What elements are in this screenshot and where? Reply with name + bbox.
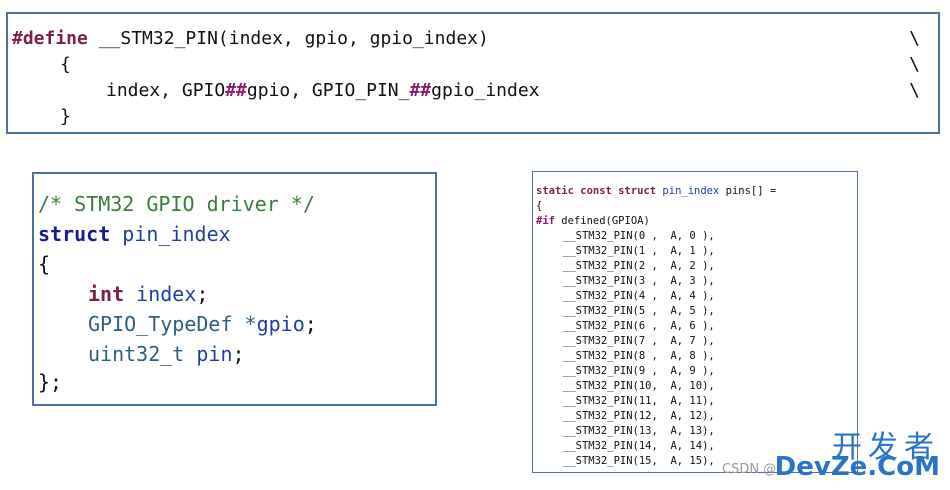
watermark-cn: 开发者 <box>832 430 940 465</box>
field-type-gpio: GPIO_TypeDef * <box>88 312 257 336</box>
struct-name: pin_index <box>110 222 231 246</box>
token-paste-op-2: ## <box>409 80 432 101</box>
struct-definition-box: /* STM32 GPIO driver */ struct pin_index… <box>32 172 437 406</box>
define-body-part-a: index, GPIO <box>106 80 226 101</box>
define-open-brace: { <box>60 54 71 75</box>
define-line-3: index, GPIO##gpio, GPIO_PIN_##gpio_index <box>106 80 540 101</box>
decl-rest: pins[] = <box>719 185 777 197</box>
watermark-csdn: CSDN @ <box>722 462 777 477</box>
pin-entry: __STM32_PIN(15, A, 15), <box>563 455 715 467</box>
pins-ifdef: #if defined(GPIOA) <box>536 214 650 229</box>
struct-field-pin: uint32_t pin; <box>88 342 245 366</box>
watermark-en: DevZe.CoM <box>774 452 940 482</box>
decl-keyword: static const struct <box>536 185 657 197</box>
field-name-pin: pin <box>196 342 233 366</box>
token-paste-op-1: ## <box>225 80 247 101</box>
pin-entry: __STM32_PIN(13, A, 13), <box>563 425 715 437</box>
semicolon: ; <box>304 312 317 336</box>
define-body-part-b: gpio, GPIO_PIN_ <box>246 80 410 101</box>
define-keyword: #define <box>12 28 88 49</box>
pins-array-box: static const struct pin_index pins[] = {… <box>532 171 858 473</box>
define-body-part-c: gpio_index <box>431 80 540 101</box>
pin-entry: __STM32_PIN(11, A, 11), <box>563 395 715 407</box>
struct-field-gpio: GPIO_TypeDef *gpio; <box>88 312 317 336</box>
struct-comment: /* STM32 GPIO driver */ <box>38 192 315 216</box>
pin-entry: __STM32_PIN(1 , A, 1 ), <box>563 245 715 257</box>
pin-entry: __STM32_PIN(3 , A, 3 ), <box>563 275 715 287</box>
field-type-uint32: uint32_t <box>88 342 197 366</box>
pin-entry: __STM32_PIN(10, A, 10), <box>563 380 715 392</box>
define-close-brace: } <box>60 106 71 127</box>
struct-header: struct pin_index <box>38 222 231 246</box>
pin-entry: __STM32_PIN(12, A, 12), <box>563 410 715 422</box>
pin-entry: __STM32_PIN(6 , A, 6 ), <box>563 320 715 332</box>
decl-type: pin_index <box>656 185 720 197</box>
pin-entry: __STM32_PIN(14, A, 14), <box>563 440 715 452</box>
pin-entry: __STM32_PIN(7 , A, 7 ), <box>563 335 715 347</box>
field-name-index: index <box>124 282 197 306</box>
pin-entry: __STM32_PIN(0 , A, 0 ), <box>563 230 715 242</box>
define-signature: __STM32_PIN(index, gpio, gpio_index) <box>87 28 489 49</box>
pin-entry: __STM32_PIN(4 , A, 4 ), <box>563 290 715 302</box>
define-line-1: #define __STM32_PIN(index, gpio, gpio_in… <box>12 28 489 49</box>
semicolon: ; <box>232 342 245 366</box>
pins-declaration: static const struct pin_index pins[] = <box>536 184 776 199</box>
ifdef-keyword: #if <box>536 215 555 227</box>
define-macro-box: #define __STM32_PIN(index, gpio, gpio_in… <box>6 12 940 134</box>
semicolon: ; <box>196 282 209 306</box>
pin-entry: __STM32_PIN(8 , A, 8 ), <box>563 350 715 362</box>
pin-entry: __STM32_PIN(9 , A, 9 ), <box>563 365 715 377</box>
struct-keyword: struct <box>38 222 111 246</box>
line-continuation-2: \ <box>909 54 920 75</box>
ifdef-condition: defined(GPIOA) <box>554 215 650 227</box>
field-name-gpio: gpio <box>256 312 305 336</box>
line-continuation-3: \ <box>909 80 920 101</box>
struct-field-index: int index; <box>88 282 208 306</box>
field-type-int: int <box>88 282 125 306</box>
line-continuation-1: \ <box>909 28 920 49</box>
pins-open-brace: { <box>536 200 543 212</box>
pin-entry: __STM32_PIN(2 , A, 2 ), <box>563 260 715 272</box>
struct-open-brace: { <box>38 252 51 276</box>
pin-entry: __STM32_PIN(5 , A, 5 ), <box>563 305 715 317</box>
struct-close-brace: }; <box>38 370 63 394</box>
